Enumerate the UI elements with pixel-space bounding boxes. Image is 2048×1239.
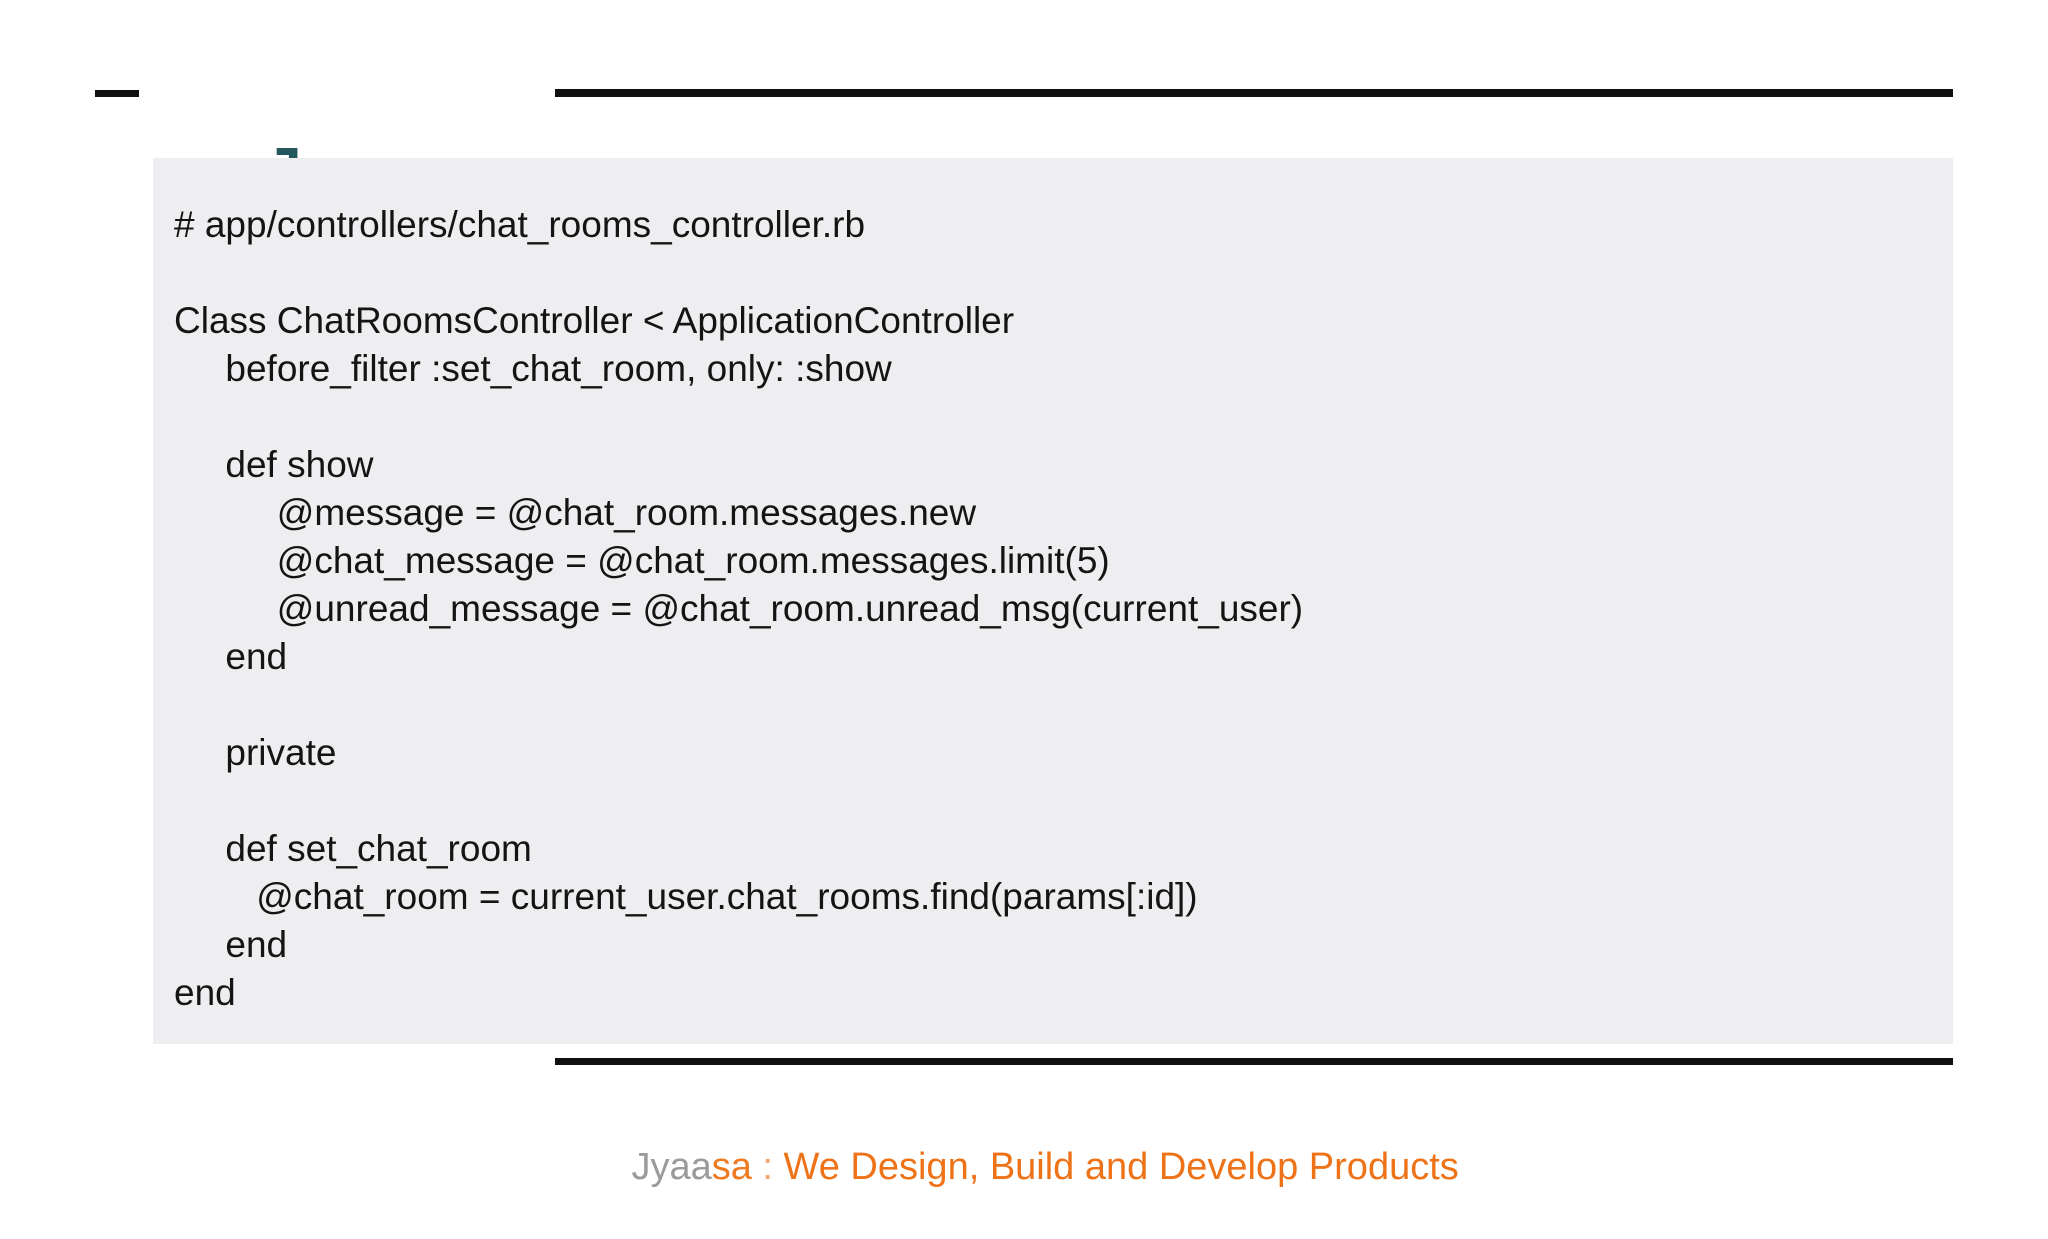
- code-line: end: [174, 972, 236, 1013]
- code-line: Class ChatRoomsController < ApplicationC…: [174, 300, 1015, 341]
- header-rule: [555, 89, 1953, 97]
- code-line: # app/controllers/chat_rooms_controller.…: [174, 204, 866, 245]
- code-line: private: [174, 732, 337, 773]
- code-line: [174, 681, 1929, 729]
- code-line: @message = @chat_room.messages.new: [174, 492, 977, 533]
- code-line: @chat_room = current_user.chat_rooms.fin…: [174, 876, 1198, 917]
- footer-tagline: Jyaasa : We Design, Build and Develop Pr…: [0, 1096, 2048, 1239]
- code-line: before_filter :set_chat_room, only: :sho…: [174, 348, 892, 389]
- code-line: [174, 249, 1929, 297]
- footer-rule: [555, 1058, 1953, 1065]
- code-panel: # app/controllers/chat_rooms_controller.…: [153, 158, 1953, 1044]
- code-line: def show: [174, 444, 374, 485]
- code-line: [174, 777, 1929, 825]
- code-line: end: [174, 636, 288, 677]
- header-dash: [95, 90, 139, 97]
- code-line: @chat_message = @chat_room.messages.limi…: [174, 540, 1110, 581]
- code-line: end: [174, 924, 288, 965]
- code-line: [174, 393, 1929, 441]
- code-line: @unread_message = @chat_room.unread_msg(…: [174, 588, 1304, 629]
- code-line: def set_chat_room: [174, 828, 532, 869]
